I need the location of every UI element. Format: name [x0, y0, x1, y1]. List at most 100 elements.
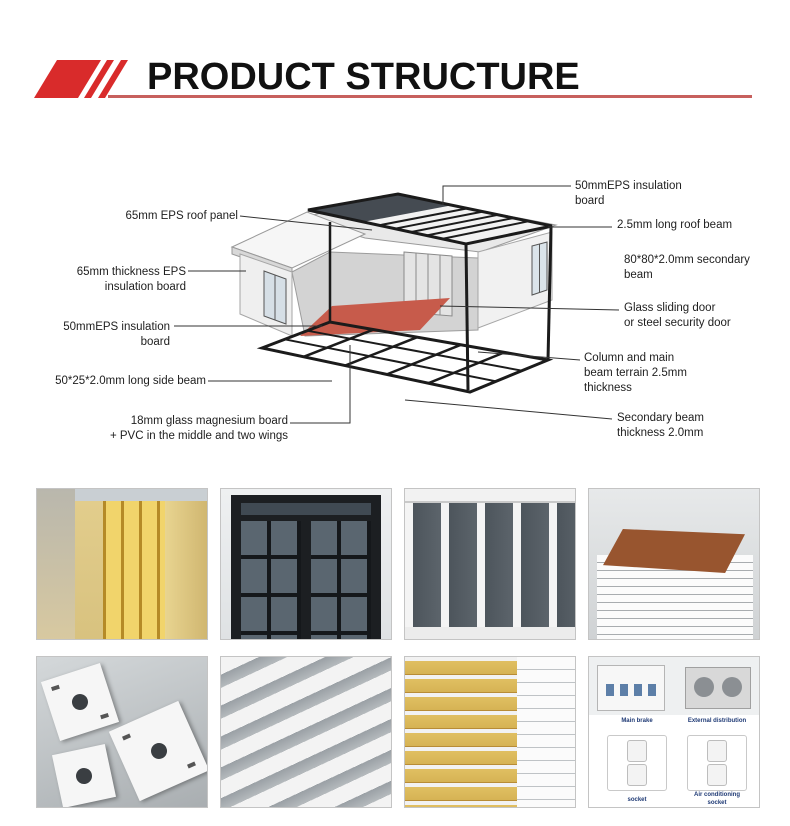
caption-external-distribution: External distribution [687, 718, 747, 724]
roof-slats-area [363, 205, 552, 244]
photo-glass-door [220, 488, 392, 640]
bracket-plate [51, 743, 117, 807]
label-line: 50*25*2.0mm long side beam [55, 375, 206, 387]
eps-roof-panel [308, 194, 452, 222]
label-line: 50mmEPS insulation [575, 180, 682, 192]
receptacle [627, 740, 647, 762]
label-line: 2.5mm long roof beam [617, 219, 733, 231]
label-roof-insulation: 50mmEPS insulation board [575, 179, 682, 209]
bracket-slot [187, 761, 196, 769]
floor-frame [256, 320, 554, 394]
photo-rock-wool-sandwich-panels [404, 656, 576, 808]
label-line: beam terrain 2.5mm [584, 367, 687, 379]
bracket-plate [108, 700, 207, 802]
label-line: insulation board [104, 281, 186, 293]
label-line: Glass sliding door [624, 302, 716, 314]
label-line: thickness [584, 382, 632, 394]
label-roof-beam: 2.5mm long roof beam [617, 218, 732, 233]
photo-steel-beams [220, 656, 392, 808]
header-stripe-thin [84, 60, 114, 98]
label-floor-insulation: 50mmEPS insulation board [63, 320, 170, 350]
label-floor-board: 18mm glass magnesium board + PVC in the … [110, 414, 288, 444]
photo-rock-wool-board [36, 488, 208, 640]
bracket-hole [148, 740, 170, 762]
label-line: board [140, 336, 170, 348]
bracket-plate [40, 662, 120, 742]
photo-detail [517, 657, 575, 807]
label-line: 65mm EPS roof panel [125, 210, 238, 222]
label-column: Column and main beam terrain 2.5mm thick… [584, 351, 687, 396]
label-line: 65mm thickness EPS [76, 266, 186, 278]
receptacle [707, 764, 727, 786]
breaker-switch [648, 684, 656, 696]
photo-steel-brackets [36, 656, 208, 808]
roof-beams [378, 207, 530, 240]
bracket-slot [51, 684, 60, 692]
door-leaf [311, 521, 371, 639]
label-roof-panel: 65mm EPS roof panel [125, 209, 238, 224]
door-transom [241, 503, 371, 515]
header-rule [108, 95, 752, 98]
photo-detail [165, 501, 207, 639]
label-line: board [575, 195, 605, 207]
label-line: 18mm glass magnesium board [130, 415, 288, 427]
header-stripe-main [34, 60, 101, 98]
label-side-beam: 50*25*2.0mm long side beam [55, 374, 206, 389]
product-structure-diagram [34, 60, 752, 424]
receptacle [707, 740, 727, 762]
caption-ac-socket: Air conditioning socket [677, 791, 757, 807]
leader-line-floor-board [290, 345, 351, 424]
distribution-socket [694, 677, 714, 697]
breaker-switch [620, 684, 628, 696]
bracket-hole [74, 766, 94, 786]
photo-detail [405, 657, 517, 807]
label-line: Column and main [584, 352, 675, 364]
leader-line-door [439, 305, 620, 311]
external-distribution-box [685, 667, 751, 709]
socket-outlet [607, 735, 667, 791]
floor-board-sample [603, 529, 745, 573]
photo-detail [405, 489, 575, 503]
photo-sandwich-panels [588, 488, 760, 640]
roof-frame [307, 192, 553, 246]
photo-detail [103, 501, 165, 639]
bracket-slot [100, 712, 109, 720]
caption-main-brake: Main brake [621, 718, 653, 724]
label-secondary-thickness: Secondary beam thickness 2.0mm [617, 411, 704, 441]
header-stripe-thin [98, 60, 128, 98]
receptacle [627, 764, 647, 786]
label-line: Secondary beam [617, 412, 704, 424]
photo-detail [37, 489, 75, 639]
container-house-illustration [230, 192, 558, 394]
distribution-socket [722, 677, 742, 697]
photo-electrical-components: Main brake External distribution socket … [588, 656, 760, 808]
leader-line-column [477, 351, 581, 361]
label-line: 50mmEPS insulation [63, 321, 170, 333]
breaker-switch [606, 684, 614, 696]
floor-board [300, 298, 450, 336]
photo-detail [405, 627, 575, 639]
leader-line-roof-insulation [442, 185, 571, 205]
main-brake-box [597, 665, 665, 711]
caption-socket: socket [627, 797, 647, 803]
label-line: thickness 2.0mm [617, 427, 704, 439]
bracket-slot [122, 733, 131, 741]
breaker-switch [634, 684, 642, 696]
label-door: Glass sliding door or steel security doo… [624, 301, 731, 331]
door-leaf [241, 521, 301, 639]
bracket-hole [69, 691, 91, 713]
leader-line-secondary-thickness [404, 399, 613, 420]
page-title: PRODUCT STRUCTURE [147, 56, 580, 98]
caption-line: socket [707, 800, 727, 806]
ac-socket-outlet [687, 735, 747, 791]
label-line: + PVC in the middle and two wings [109, 430, 288, 442]
label-line: or steel security door [624, 317, 731, 329]
label-secondary-beam: 80*80*2.0mm secondary beam [624, 253, 750, 283]
label-wall-insulation: 65mm thickness EPS insulation board [77, 265, 186, 295]
leader-lines [174, 185, 620, 424]
label-line: 80*80*2.0mm secondary [624, 254, 750, 266]
label-line: beam [624, 269, 653, 281]
photo-window-frames [404, 488, 576, 640]
columns [328, 222, 553, 391]
leader-line-roof-panel [239, 215, 373, 231]
